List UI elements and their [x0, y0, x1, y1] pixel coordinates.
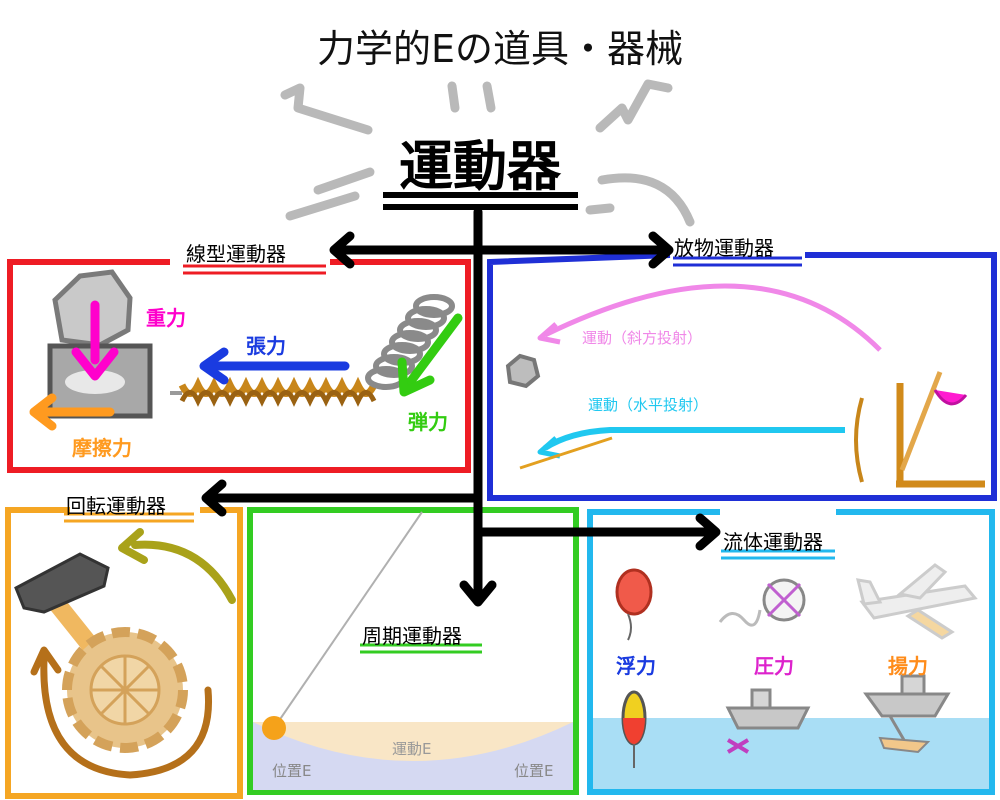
buoyancy-label: 浮力 [616, 654, 656, 678]
boat-icon [725, 688, 811, 754]
rotation-panel-title: 回転運動器 [66, 494, 166, 518]
kinetic-energy-label: 運動E [392, 740, 432, 758]
rock-icon [505, 353, 541, 389]
rotation-arrow-icon [118, 528, 236, 604]
fluid-panel-title: 流体運動器 [723, 530, 823, 554]
friction-label: 摩擦力 [72, 436, 132, 460]
panel-fluid [587, 509, 995, 795]
rope-icon [170, 376, 378, 407]
pressure-label: 圧力 [754, 654, 794, 678]
tension-label: 張力 [246, 334, 286, 358]
panel-linear [7, 259, 471, 473]
projectile-panel-title: 放物運動器 [674, 236, 774, 260]
airplane-icon [855, 563, 978, 640]
spring-icon [365, 294, 455, 390]
potential-energy-left-label: 位置E [272, 762, 312, 780]
panel-projectile [487, 252, 997, 501]
hydrofoil-icon [863, 674, 951, 754]
friction-arrow-icon [29, 393, 115, 431]
burst-decoration [280, 79, 695, 227]
arrow-projectile-icon [519, 436, 613, 470]
gravity-arrow-icon [71, 300, 119, 381]
water-area [593, 718, 989, 789]
pendulum-string [273, 511, 423, 729]
wheel-icon [30, 627, 213, 779]
periodic-panel-title: 周期運動器 [362, 624, 462, 648]
linear-panel-title: 線型運動器 [186, 242, 286, 266]
catapult-icon [896, 371, 985, 488]
potential-energy-right-label: 位置E [514, 762, 554, 780]
elastic-label: 弾力 [408, 410, 448, 434]
horizontal-motion-label: 運動（水平投射） [588, 396, 709, 414]
float-icon [621, 690, 647, 768]
panel-rotation [5, 507, 243, 799]
page-title: 力学的Eの道具・器械 [316, 27, 683, 71]
center-title: 運動器 [399, 135, 561, 198]
pendulum-bob-icon [262, 716, 286, 740]
oblique-trajectory [543, 283, 882, 352]
title-underlines [64, 192, 835, 654]
bow-icon [854, 397, 864, 483]
gravity-label: 重力 [146, 306, 186, 330]
panel-periodic [247, 507, 579, 795]
balloon-icon [615, 568, 653, 641]
connector-arrows [201, 207, 721, 607]
fan-icon [718, 578, 806, 627]
tension-arrow-icon [199, 347, 350, 385]
oblique-motion-label: 運動（斜方投射） [582, 329, 703, 347]
elastic-arrow-icon [397, 313, 463, 397]
lift-label: 揚力 [888, 654, 928, 678]
